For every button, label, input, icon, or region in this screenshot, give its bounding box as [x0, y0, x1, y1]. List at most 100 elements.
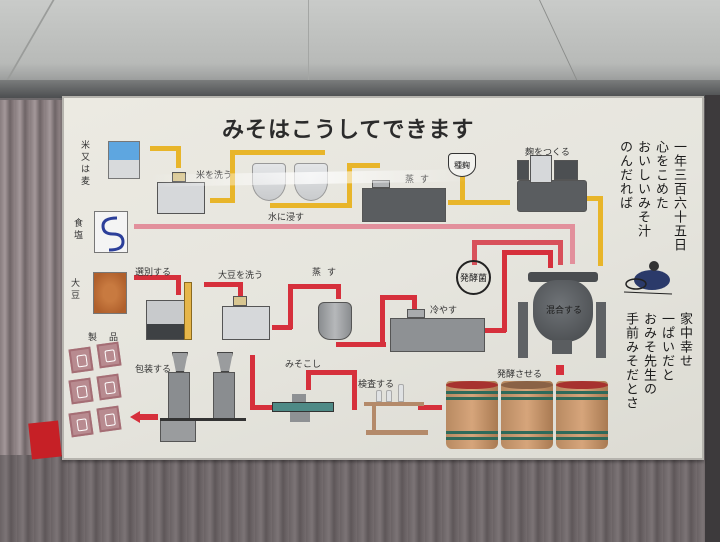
output-arrow	[140, 414, 158, 420]
koji-flow-line	[150, 146, 180, 151]
step-make-koji: 麹をつくる	[525, 148, 570, 158]
step-package: 包装する	[135, 365, 172, 375]
soybean-flow-line	[238, 282, 243, 300]
soybean-flow-line	[336, 284, 341, 299]
rice-steamer-machine	[362, 188, 446, 222]
soybean-flow-line	[204, 282, 242, 287]
soybean-flow-line	[502, 250, 507, 332]
cooler-machine	[390, 318, 485, 352]
rice-bin-icon	[108, 141, 140, 179]
packager-machine-2	[213, 372, 235, 420]
step-ferment: 発酵させる	[497, 370, 543, 380]
koji-maker-support	[517, 160, 529, 180]
person-eating-illustration	[622, 258, 674, 298]
inspection-table-base	[366, 430, 428, 435]
cooler-hopper	[407, 309, 425, 318]
koji-maker-cover	[530, 155, 552, 183]
conveyor	[160, 418, 246, 421]
koji-flow-line	[347, 163, 352, 208]
strainer-machine	[272, 402, 334, 412]
packager-base	[160, 420, 196, 442]
poem-right-line-1: 一年三百六十五日	[671, 140, 686, 252]
soybean-flow-line	[306, 370, 356, 375]
inspection-table-leg	[372, 406, 376, 432]
sample-bottle	[376, 390, 382, 402]
koji-flow-line	[598, 196, 603, 266]
salt-flow-line	[134, 224, 574, 229]
step-mix: 混合する	[546, 306, 583, 316]
step-wash-soybean: 大豆を洗う	[218, 271, 264, 281]
ceiling-seam	[539, 0, 582, 90]
miso-package	[96, 373, 122, 401]
soybean-flow-line	[484, 328, 506, 333]
ceiling-seam	[308, 0, 309, 85]
soybean-washer-machine	[222, 306, 270, 340]
mixer-to-barrel-arrow	[556, 365, 564, 375]
koji-maker-support	[554, 160, 578, 180]
koji-maker-machine	[517, 180, 587, 212]
step-strain: みそこし	[285, 360, 322, 370]
mixer-body	[533, 280, 593, 342]
poem-right: 一年三百六十五日 心をこめた おいしいみそ汁 のんだれば	[609, 140, 687, 260]
ferment-starter-circle: 発酵菌	[456, 260, 491, 295]
rice-washer-machine	[157, 182, 205, 214]
poem-bottom: 家中幸せ 一ぱいだと おみそ先生の 手前みそだとさ	[613, 312, 693, 440]
red-tag	[28, 420, 62, 460]
soybean-washer-hopper	[233, 296, 247, 306]
label-rice-or-barley: 米又は麦	[79, 140, 89, 188]
soybean-flow-line	[250, 405, 272, 410]
mixer-leg	[518, 302, 528, 358]
sample-bottle	[386, 390, 392, 402]
sorter-elevator	[184, 282, 192, 340]
poem-bottom-line-1: 家中幸せ	[677, 312, 692, 368]
miso-package	[68, 377, 94, 405]
packager-machine-1	[168, 372, 190, 420]
koji-flow-line	[586, 196, 601, 201]
fermentation-barrel-2	[501, 381, 553, 449]
soybean-flow-line	[412, 295, 417, 313]
label-soybean: 大豆	[69, 278, 79, 302]
miso-package	[96, 405, 122, 433]
soybean-flow-line	[558, 240, 563, 265]
soybean-flow-line	[250, 355, 255, 410]
koji-flow-line	[270, 203, 350, 208]
soybean-flow-line	[288, 284, 338, 289]
soybean-flow-line	[336, 342, 386, 347]
curtain-wall	[0, 455, 720, 542]
koji-flow-line	[210, 198, 235, 203]
step-steam-soybean: 蒸す	[312, 268, 343, 278]
poem-right-line-2: 心をこめた	[653, 140, 668, 210]
poster-title: みそはこうしてできます	[222, 118, 475, 143]
soybean-flow-line	[548, 250, 553, 268]
poem-right-line-4: のんだれば	[617, 140, 632, 210]
soybean-flow-line	[380, 295, 416, 300]
poem-bottom-line-2: 一ぱいだと	[659, 312, 674, 382]
soybean-flow-line	[352, 370, 357, 410]
koji-flow-line	[460, 176, 465, 202]
fermentation-barrel-1	[446, 381, 498, 449]
koji-flow-line	[176, 146, 181, 168]
soybean-flow-line	[272, 325, 292, 330]
soybean-flow-line	[472, 240, 562, 245]
soybean-flow-line	[502, 250, 552, 255]
step-sort: 選別する	[135, 268, 172, 278]
fermentation-barrel-3	[556, 381, 608, 449]
sorter-machine	[146, 300, 190, 340]
miso-package	[68, 346, 94, 374]
koji-flow-line	[230, 150, 325, 155]
salt-flow-line	[570, 224, 575, 264]
koji-flow-line	[448, 200, 510, 205]
salt-box-icon	[94, 211, 128, 253]
poem-bottom-line-3: おみそ先生の	[641, 312, 656, 396]
strainer-hopper	[292, 394, 306, 402]
ceiling-beam	[0, 80, 720, 98]
strainer-base	[290, 412, 310, 422]
poem-right-line-3: おいしいみそ汁	[635, 140, 650, 238]
label-product: 製品	[88, 333, 131, 343]
poem-bottom-line-4: 手前みそだとさ	[623, 312, 638, 410]
label-salt: 食塩	[72, 218, 82, 242]
mixer-outlet	[552, 340, 572, 354]
mixer-leg	[596, 302, 606, 358]
sample-bottle	[398, 384, 404, 402]
soybean-flow-line	[134, 275, 179, 280]
